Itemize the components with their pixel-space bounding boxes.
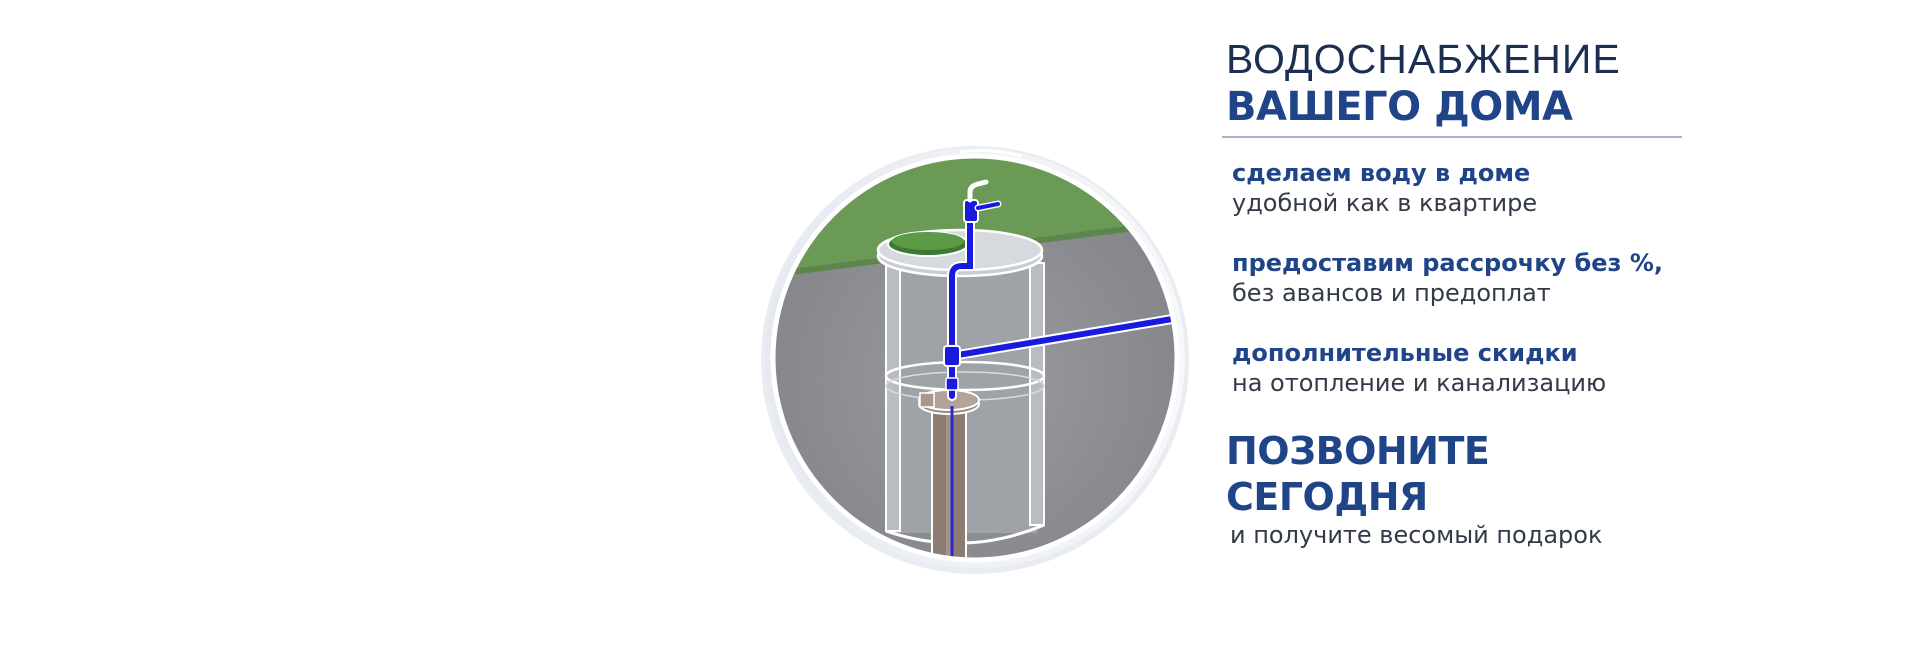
cutaway-scene xyxy=(773,156,1177,560)
casing-head-side xyxy=(919,392,935,408)
tee-fitting-icon xyxy=(943,345,961,367)
benefit-description: удобной как в квартире xyxy=(1232,189,1538,217)
benefit-item: предоставим рассрочку без %, без авансов… xyxy=(1232,248,1702,308)
benefit-title: сделаем воду в доме xyxy=(1232,159,1531,187)
benefit-item: сделаем воду в доме удобной как в кварти… xyxy=(1232,158,1702,218)
heading-line-2: ВАШЕГО ДОМА xyxy=(1226,84,1573,130)
promo-text-block: ВОДОСНАБЖЕНИЕ ВАШЕГО ДОМА сделаем воду в… xyxy=(1222,36,1702,550)
faucet-spout-icon xyxy=(976,202,1000,210)
heading-divider xyxy=(1222,136,1682,138)
well-hatch-top xyxy=(892,232,964,250)
house-pipe-horizontal xyxy=(949,313,1177,359)
well-wall-left xyxy=(885,262,901,532)
faucet-body-icon xyxy=(963,199,979,223)
well-illustration xyxy=(760,138,1190,578)
benefit-title: предоставим рассрочку без %, xyxy=(1232,249,1663,277)
casing-pipe-highlight xyxy=(946,406,952,560)
frame-inner-border xyxy=(770,153,1180,563)
benefit-description: без авансов и предоплат xyxy=(1232,279,1551,307)
heading-line-1: ВОДОСНАБЖЕНИЕ xyxy=(1226,36,1621,82)
cta-title: ПОЗВОНИТЕ СЕГОДНЯ xyxy=(1226,429,1490,519)
cta-subtitle: и получите весомый подарок xyxy=(1230,521,1603,549)
benefit-item: дополнительные скидки на отопление и кан… xyxy=(1232,338,1702,398)
well-middle-ring xyxy=(884,360,1046,392)
call-to-action: ПОЗВОНИТЕ СЕГОДНЯ и получите весомый под… xyxy=(1226,428,1702,550)
benefit-description: на отопление и канализацию xyxy=(1232,369,1607,397)
well-water-supply-icon xyxy=(761,146,1189,574)
frame-highlight xyxy=(959,149,1023,158)
supply-pipe-vertical xyxy=(949,217,973,399)
benefit-title: дополнительные скидки xyxy=(1232,339,1578,367)
faucet-handle-icon xyxy=(967,179,989,203)
pipe-coupling-icon xyxy=(945,377,959,391)
